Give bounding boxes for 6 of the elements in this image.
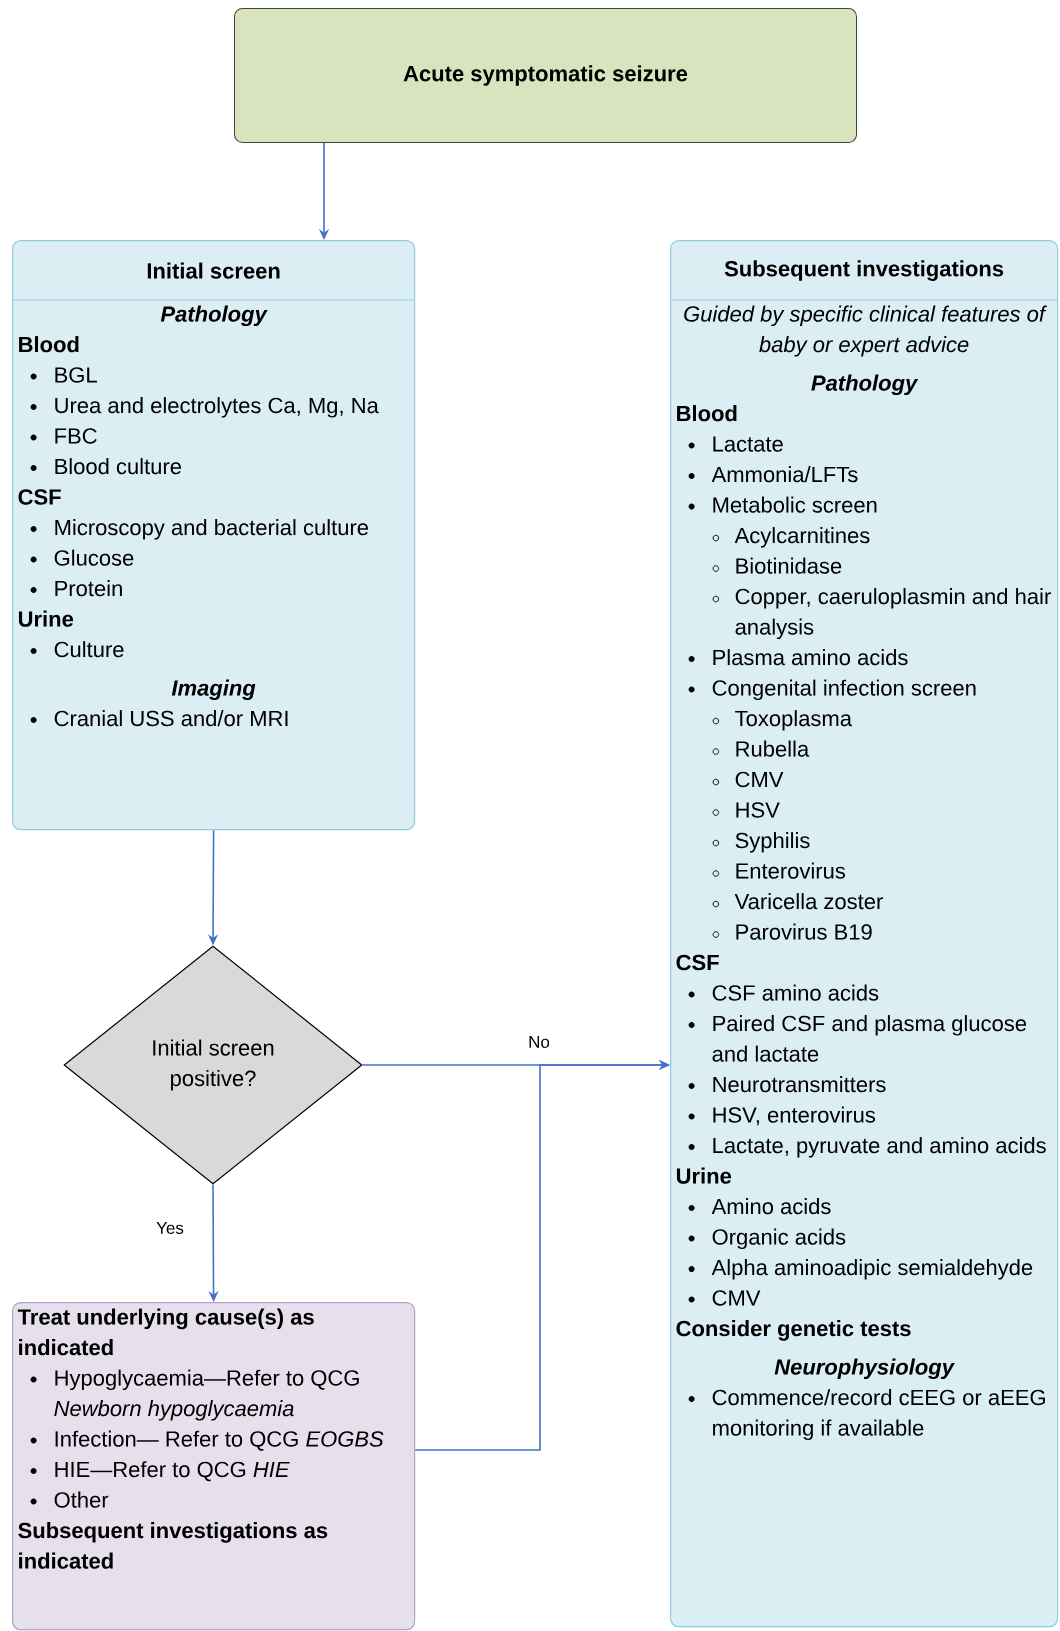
- panel: Initial screen Pathology Blood BGL Urea and electrolytes Ca, Mg, Na FBC Blood culture CSF Microscopy and bacterial culture Glucose Protein Urine Culture Imaging Cranial USS and/or MRI: [11, 240, 416, 831]
- edge-label: Yes: [155, 1221, 185, 1235]
- title-box: Acute symptomatic seizure: [234, 8, 857, 143]
- panel: Treat underlying cause(s) as indicated Hypoglycaemia—Refer to QCG Newborn hypoglycaemia Infection— Refer to QCG EOGBS HIE—Refer to QCG HIE Other Subsequent investigations as indicated: [12, 1302, 416, 1631]
- panel: Subsequent investigations Guided by specific clinical features of baby or expert advice Pathology Blood Lactate Ammonia/LFTs Metabolic screen Acylcarnitines Biotinidase Copper, caeruloplasmin and hair analysis Plasma amino acids Congenital infection screen Toxoplasma Rubella CMV HSV Syphilis Enterovirus Varicella zoster Parovirus B19 CSF CSF amino acids Paired CSF and plasma glucose and lactate Neurotransmitters HSV, enterovirus Lactate, pyruvate and amino acids Urine Amino acids Organic acids Alpha aminoadipic semialdehyde CMV Consider genetic tests Neurophysiology Commence/record cEEG or aEEG monitoring if available: [669, 240, 1059, 1628]
- edge-label: No: [527, 1035, 551, 1049]
